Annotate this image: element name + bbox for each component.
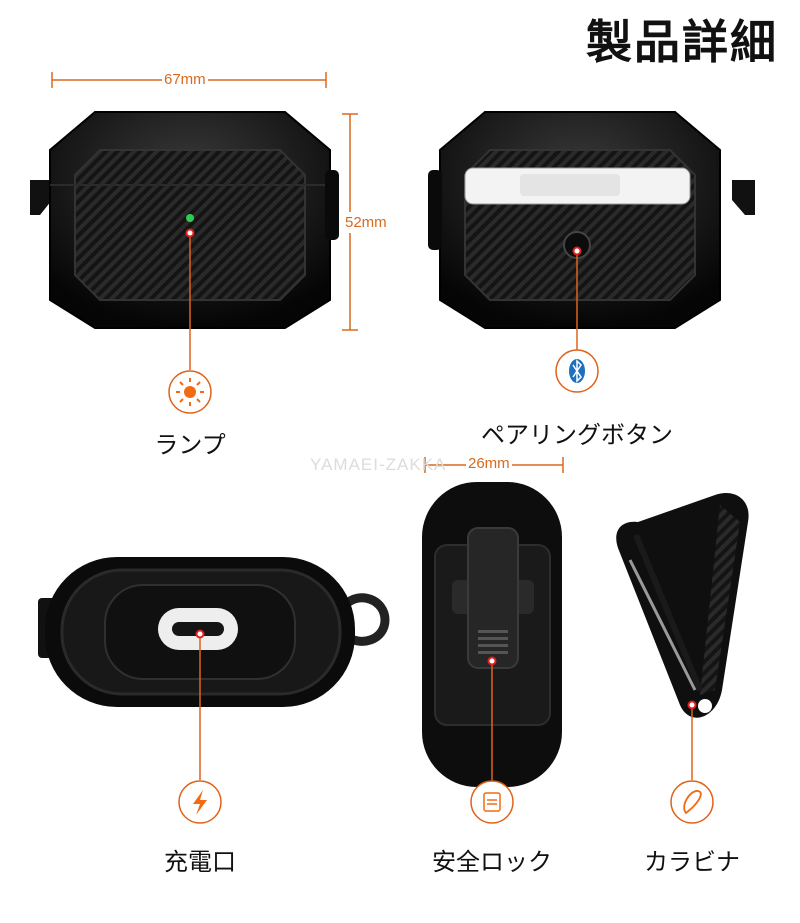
watermark: YAMAEI-ZAKKA bbox=[310, 455, 447, 474]
case-back-view bbox=[428, 111, 755, 329]
feature-label-safety-lock: 安全ロック bbox=[432, 848, 552, 876]
width-dimension-label: 67mm bbox=[162, 71, 208, 88]
feature-label-carabiner: カラビナ bbox=[644, 848, 740, 876]
height-dimension-label: 52mm bbox=[345, 212, 387, 233]
led-light bbox=[186, 214, 194, 222]
case-bottom-view bbox=[38, 557, 390, 707]
depth-dimension-label: 26mm bbox=[466, 455, 512, 472]
case-front-view bbox=[30, 111, 339, 329]
feature-label-lamp: ランプ bbox=[154, 431, 226, 459]
case-side-view bbox=[422, 482, 562, 787]
lock-icon bbox=[470, 780, 514, 824]
port-pointer-dot bbox=[195, 629, 205, 639]
lamp-pointer-dot bbox=[185, 228, 195, 238]
feature-label-charging-port: 充電口 bbox=[164, 848, 236, 876]
lightning-icon bbox=[178, 780, 222, 824]
carabiner-shape bbox=[616, 493, 749, 718]
carabiner-icon bbox=[670, 780, 714, 824]
feature-label-pairing-button: ペアリングボタン bbox=[481, 421, 673, 449]
pairing-pointer-dot bbox=[572, 246, 582, 256]
page-title: 製品詳細 bbox=[586, 15, 778, 69]
bluetooth-icon bbox=[555, 349, 599, 393]
lock-pointer-dot bbox=[487, 656, 497, 666]
carabiner-pointer-dot bbox=[687, 700, 697, 710]
sun-icon bbox=[168, 370, 212, 414]
